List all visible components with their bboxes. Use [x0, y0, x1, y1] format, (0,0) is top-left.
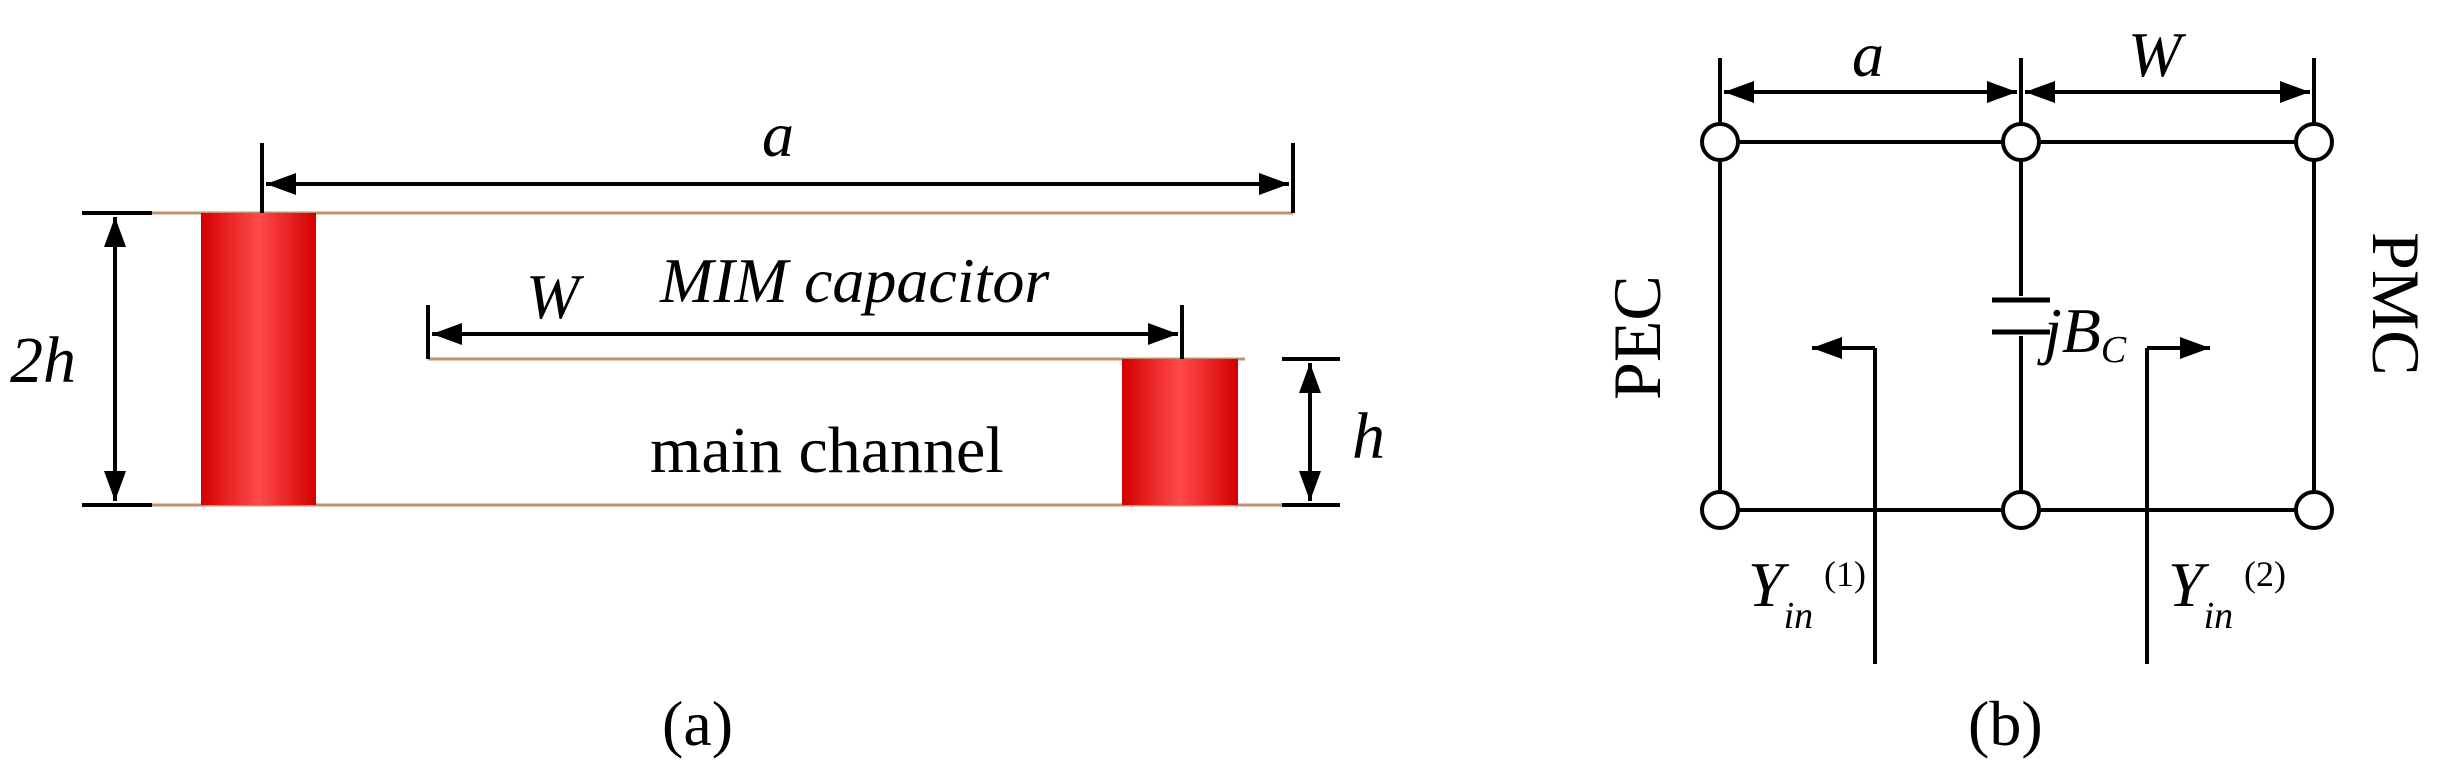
- main-channel-label: main channel: [650, 414, 1004, 487]
- yin1-sup: (1): [1824, 554, 1866, 594]
- dim-b-w-label: W: [2128, 19, 2187, 90]
- susceptance-sub: C: [2101, 329, 2127, 371]
- susceptance-base: jB: [2037, 295, 2101, 366]
- node-bottom-left: [1700, 490, 1740, 530]
- pec-label: PEC: [1599, 275, 1675, 400]
- susceptance-label: jBC: [2037, 295, 2127, 371]
- node-top-right: [2294, 122, 2334, 162]
- yin2-sup: (2): [2244, 554, 2286, 594]
- left-conductor-wall: [201, 213, 316, 505]
- pmc-label: PMC: [2358, 232, 2434, 376]
- dim-b-a-label: a: [1852, 19, 1884, 90]
- yin2-sub: in: [2204, 595, 2234, 637]
- node-top-left: [1700, 122, 1740, 162]
- right-conductor-post: [1122, 359, 1238, 505]
- dim-w-label: W: [526, 261, 585, 332]
- yin1-base: Y: [1748, 549, 1790, 620]
- node-bottom-middle: [2001, 490, 2041, 530]
- yin1-sub: in: [1784, 595, 1814, 637]
- yin2-label: Yin: [2168, 549, 2233, 637]
- yin2-base: Y: [2168, 549, 2210, 620]
- node-top-middle: [2001, 122, 2041, 162]
- dim-h-label: h: [1352, 400, 1385, 473]
- node-bottom-right: [2294, 490, 2334, 530]
- panel-a: a W MIM capacitor 2h h main channel (a): [10, 99, 1385, 759]
- dim-a-label: a: [762, 99, 794, 170]
- panel-b: a W PEC PMC jBC Yin (1) Yin (2) (b): [1599, 19, 2434, 759]
- panel-b-label: (b): [1968, 688, 2043, 759]
- yin1-label: Yin: [1748, 549, 1813, 637]
- mim-capacitor-label: MIM capacitor: [659, 245, 1050, 316]
- panel-a-label: (a): [662, 688, 733, 759]
- dim-2h-label: 2h: [10, 324, 76, 397]
